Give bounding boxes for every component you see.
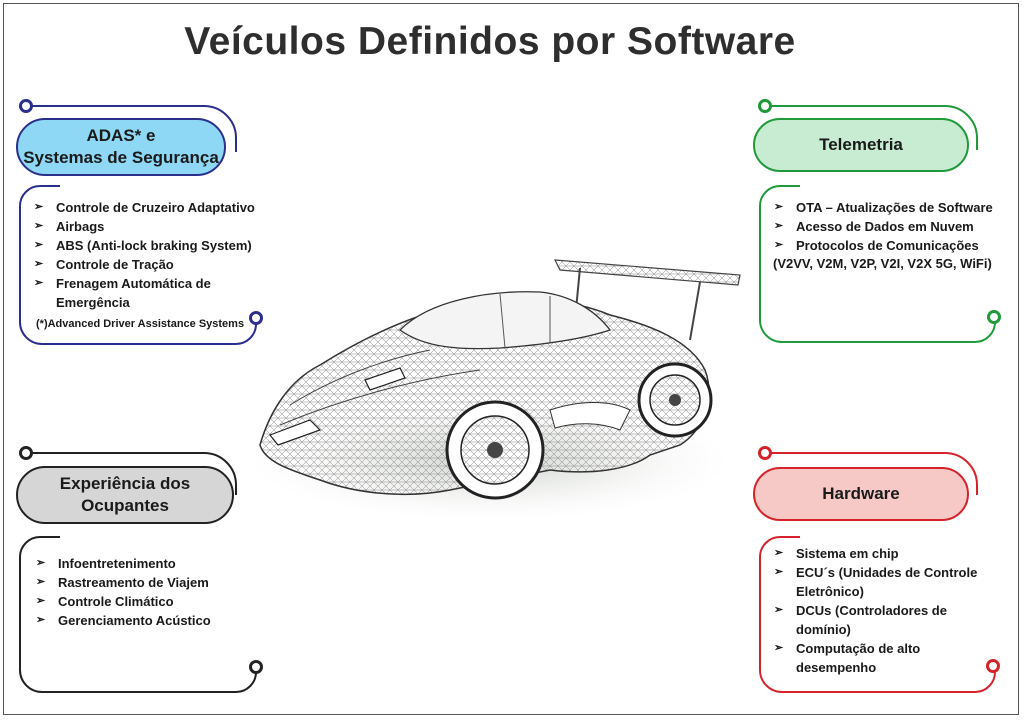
hardware-bottom-dot: [986, 659, 1000, 673]
hardware-heading: Hardware: [753, 467, 969, 521]
telemetria-bottom-dot: [987, 310, 1001, 324]
list-item: OTA – Atualizações de Software: [772, 198, 1012, 217]
list-item: Controle de Cruzeiro Adaptativo: [32, 198, 262, 217]
list-item: Acesso de Dados em Nuvem: [772, 217, 1012, 236]
list-item: Protocolos de Comunicações: [772, 236, 1012, 255]
telemetria-list-outline: [759, 185, 996, 343]
list-item: Rastreamento de Viajem: [34, 573, 254, 592]
telemetria-top-dot: [758, 99, 772, 113]
list-item: Sistema em chip: [772, 544, 987, 563]
adas-outline: [26, 105, 237, 152]
hardware-list-outline: [759, 536, 996, 693]
adas-list-outline: [19, 185, 257, 345]
hardware-outline: [765, 452, 978, 495]
adas-footnote: (*)Advanced Driver Assistance Systems: [36, 318, 245, 330]
adas-top-dot: [19, 99, 33, 113]
list-item: Controle Climático: [34, 592, 254, 611]
telemetria-outline: [765, 105, 978, 150]
list-item: Frenagem Automática de Emergência: [32, 274, 236, 312]
list-item: Airbags: [32, 217, 262, 236]
telemetria-heading-label: Telemetria: [819, 135, 903, 154]
adas-heading-line2: Systemas de Segurança: [23, 148, 219, 167]
telemetria-protocol-list: (V2VV, V2M, V2P, V2I, V2X 5G, WiFi): [773, 256, 992, 271]
experiencia-heading: Experiência dos Ocupantes: [16, 466, 234, 524]
list-item: Infoentretenimento: [34, 554, 254, 573]
experiencia-heading-line2: Ocupantes: [81, 496, 169, 515]
car-wireframe-image: [250, 259, 741, 520]
adas-list: Controle de Cruzeiro Adaptativo Airbags …: [32, 198, 262, 312]
adas-bottom-dot: [249, 311, 263, 325]
experiencia-list: Infoentretenimento Rastreamento de Viaje…: [34, 554, 254, 630]
hardware-heading-label: Hardware: [822, 484, 900, 503]
list-item: ECU´s (Unidades de Controle Eletrônico): [772, 563, 987, 601]
hardware-list: Sistema em chip ECU´s (Unidades de Contr…: [772, 544, 987, 677]
experiencia-bottom-dot: [249, 660, 263, 674]
telemetria-list: OTA – Atualizações de Software Acesso de…: [772, 198, 1012, 255]
list-item: Controle de Tração: [32, 255, 262, 274]
experiencia-heading-line1: Experiência dos: [59, 474, 191, 493]
experiencia-list-outline: [19, 536, 257, 693]
list-item: Gerenciamento Acústico: [34, 611, 254, 630]
list-item: DCUs (Controladores de domínio): [772, 601, 987, 639]
page-title: Veículos Definidos por Software: [184, 20, 796, 63]
telemetria-heading: Telemetria: [753, 118, 969, 172]
experiencia-top-dot: [19, 446, 33, 460]
adas-heading-line1: ADAS* e: [86, 126, 156, 145]
experiencia-outline: [26, 452, 237, 495]
list-item: ABS (Anti-lock braking System): [32, 236, 262, 255]
page-frame: [3, 3, 1019, 715]
list-item: Computação de alto desempenho: [772, 639, 987, 677]
hardware-top-dot: [758, 446, 772, 460]
adas-heading: ADAS* e Systemas de Segurança: [16, 118, 226, 176]
